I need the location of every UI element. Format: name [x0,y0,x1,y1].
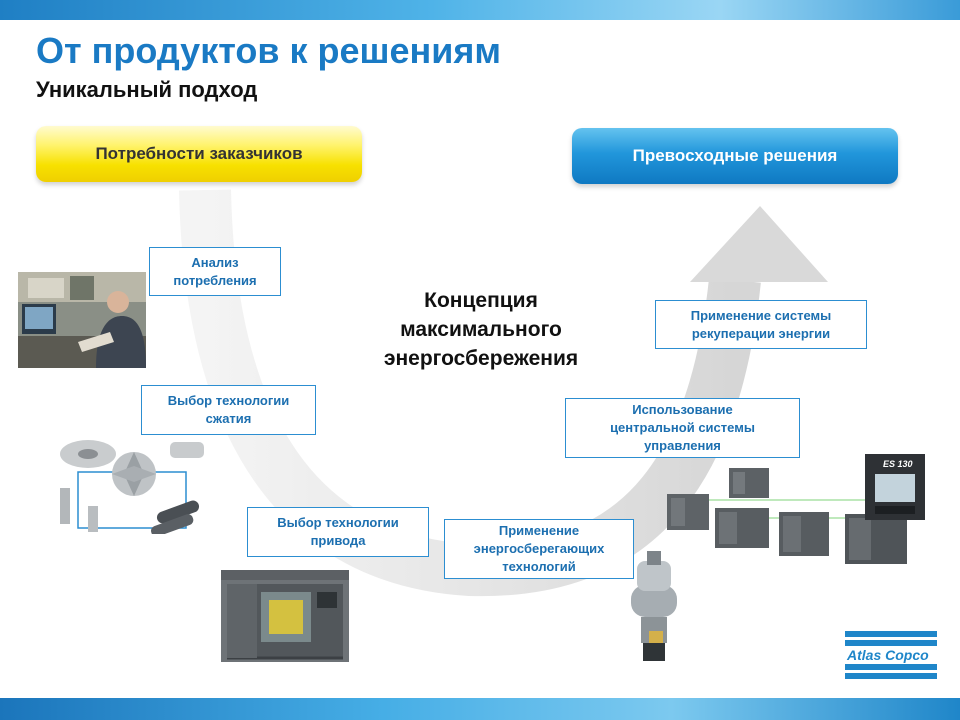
slide-title: От продуктов к решениям [36,30,502,71]
energy-saving-component-image [631,551,677,661]
bottom-decor-bar [0,698,960,720]
superior-solutions-banner: Превосходные решения [572,128,898,184]
connected-compressors-image: ES 130 [667,454,925,564]
step-drive-choice: Выбор технологии привода [247,507,429,557]
atlas-copco-logo: Atlas Copco [845,631,937,679]
logo-text: Atlas Copco [846,647,929,663]
compression-elements-image [60,440,204,534]
step-energy-recovery: Применение системы рекуперации энергии [655,300,867,349]
step-energy-saving: Применение энергосберегающих технологий [444,519,634,579]
compressor-unit-image [221,570,349,662]
step-consumption-analysis: Анализ потребления [149,247,281,296]
controller-label: ES 130 [883,459,913,469]
top-decor-bar [0,0,960,20]
step-compression-choice: Выбор технологии сжатия [141,385,316,435]
step-central-control: Использование центральной системы управл… [565,398,800,458]
slide-subtitle: Уникальный подход [36,77,258,102]
engineer-photo [18,272,146,368]
concept-heading: Концепция максимального энергосбережения [383,289,579,370]
customer-needs-banner: Потребности заказчиков [36,126,362,182]
